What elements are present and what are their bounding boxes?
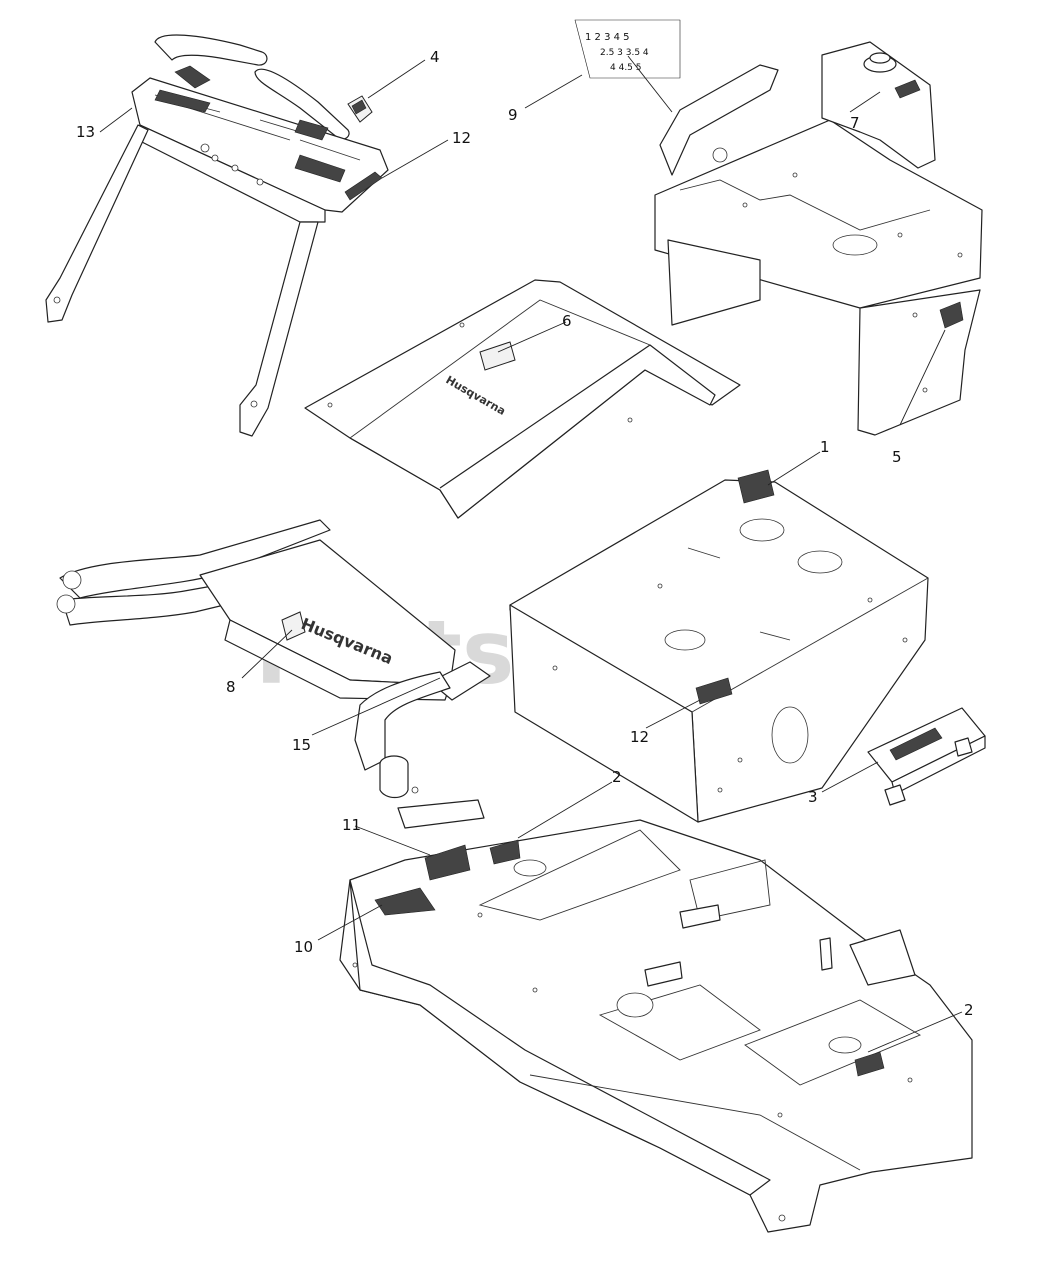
callout-numbers: 13 4 12 9 7 6 5 1 8 15 12 3 2 11 10 2 <box>76 48 974 1019</box>
bracket-part-3[interactable] <box>867 707 986 806</box>
callout-1: 1 <box>820 438 830 456</box>
callout-13: 13 <box>76 123 95 141</box>
control-console-assembly[interactable] <box>45 34 389 437</box>
callout-10: 10 <box>294 938 313 956</box>
callout-3: 3 <box>808 788 818 806</box>
callout-15: 15 <box>292 736 311 754</box>
svg-text:1 2 3 4 5: 1 2 3 4 5 <box>585 32 630 43</box>
svg-text:2.5 3 3.5 4: 2.5 3 3.5 4 <box>600 48 649 58</box>
callout-2-right: 2 <box>964 1001 974 1019</box>
callout-5: 5 <box>892 448 902 466</box>
height-chart-decal[interactable]: 1 2 3 4 5 2.5 3 3.5 4 4 4.5 5 <box>574 19 681 79</box>
callout-12: 12 <box>630 728 649 746</box>
center-cover-panel[interactable]: Husqvarna <box>304 279 741 519</box>
front-frame-assembly[interactable]: Husqvarna <box>56 519 491 799</box>
svg-text:4 4.5 5: 4 4.5 5 <box>610 63 642 73</box>
callout-6: 6 <box>562 312 572 330</box>
callout-2-top: 2 <box>612 768 622 786</box>
callout-12-top: 12 <box>452 129 471 147</box>
leader-lines <box>99 55 963 1053</box>
callout-11: 11 <box>342 816 361 834</box>
decal-part-4[interactable] <box>347 95 373 123</box>
main-body-panel[interactable] <box>509 469 929 823</box>
callout-4: 4 <box>430 48 440 66</box>
right-body-assembly[interactable] <box>654 41 983 436</box>
deck-assembly[interactable] <box>339 799 973 1233</box>
callout-7: 7 <box>850 114 860 132</box>
callout-8: 8 <box>226 678 236 696</box>
callout-9: 9 <box>508 106 518 124</box>
